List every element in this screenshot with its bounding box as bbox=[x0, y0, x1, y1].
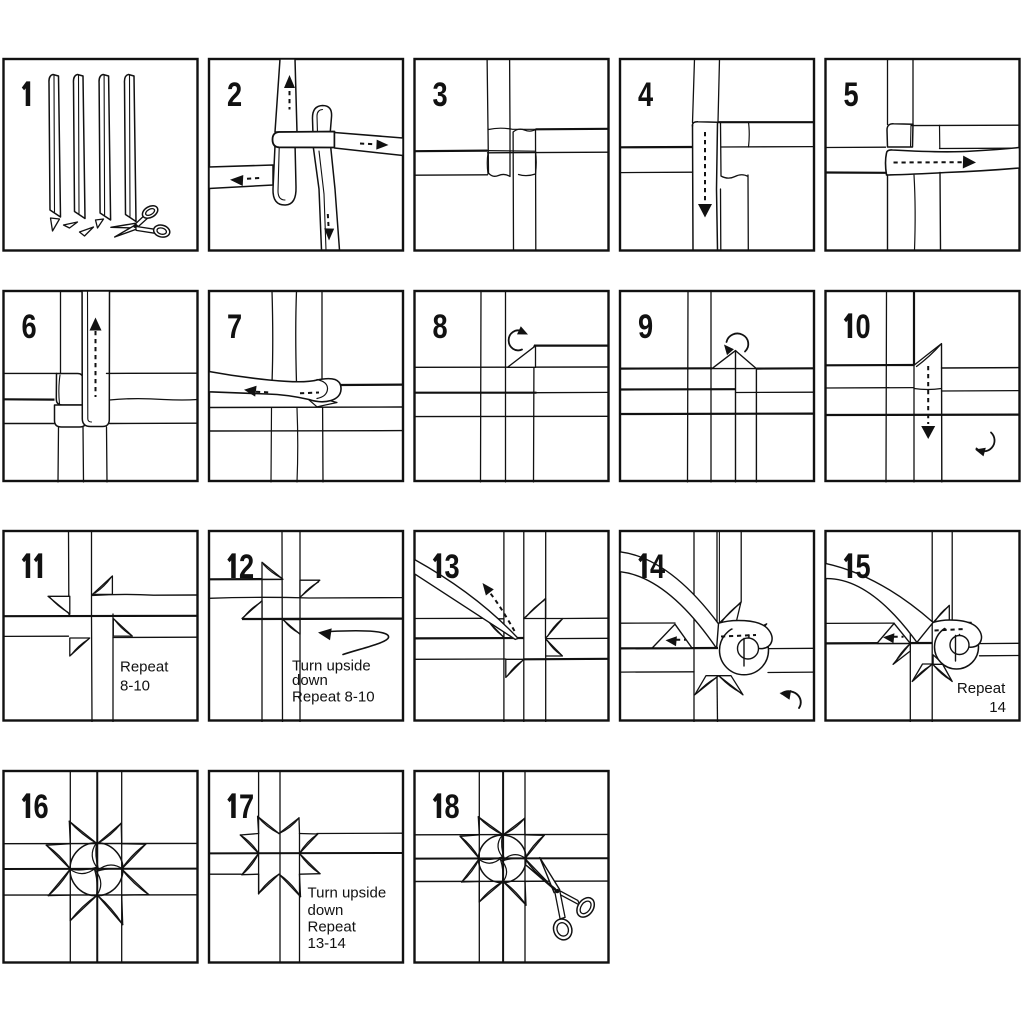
svg-text:down: down bbox=[292, 672, 328, 689]
svg-text:6: 6 bbox=[22, 307, 37, 346]
svg-text:8: 8 bbox=[433, 307, 448, 346]
svg-text:4: 4 bbox=[650, 547, 665, 586]
svg-text:Repeat 8-10: Repeat 8-10 bbox=[292, 689, 375, 706]
svg-text:5: 5 bbox=[844, 75, 859, 114]
svg-text:9: 9 bbox=[638, 307, 653, 346]
svg-text:5: 5 bbox=[856, 547, 871, 586]
svg-text:0: 0 bbox=[856, 307, 871, 346]
svg-text:Repeat: Repeat bbox=[957, 680, 1006, 697]
svg-text:Repeat: Repeat bbox=[120, 659, 169, 676]
svg-text:8-10: 8-10 bbox=[120, 678, 150, 695]
svg-text:Repeat: Repeat bbox=[308, 919, 357, 936]
svg-text:Turn upside: Turn upside bbox=[292, 658, 371, 675]
svg-text:13-14: 13-14 bbox=[308, 935, 346, 952]
svg-text:2: 2 bbox=[227, 75, 242, 114]
svg-text:8: 8 bbox=[445, 787, 460, 826]
svg-text:7: 7 bbox=[227, 307, 242, 346]
svg-text:2: 2 bbox=[239, 547, 254, 586]
svg-text:4: 4 bbox=[638, 75, 653, 114]
svg-text:14: 14 bbox=[989, 699, 1006, 716]
svg-text:3: 3 bbox=[445, 547, 460, 586]
svg-text:3: 3 bbox=[433, 75, 448, 114]
svg-text:6: 6 bbox=[34, 787, 49, 826]
svg-text:down: down bbox=[308, 902, 344, 919]
svg-text:7: 7 bbox=[239, 787, 254, 826]
svg-text:Turn upside: Turn upside bbox=[308, 885, 387, 902]
